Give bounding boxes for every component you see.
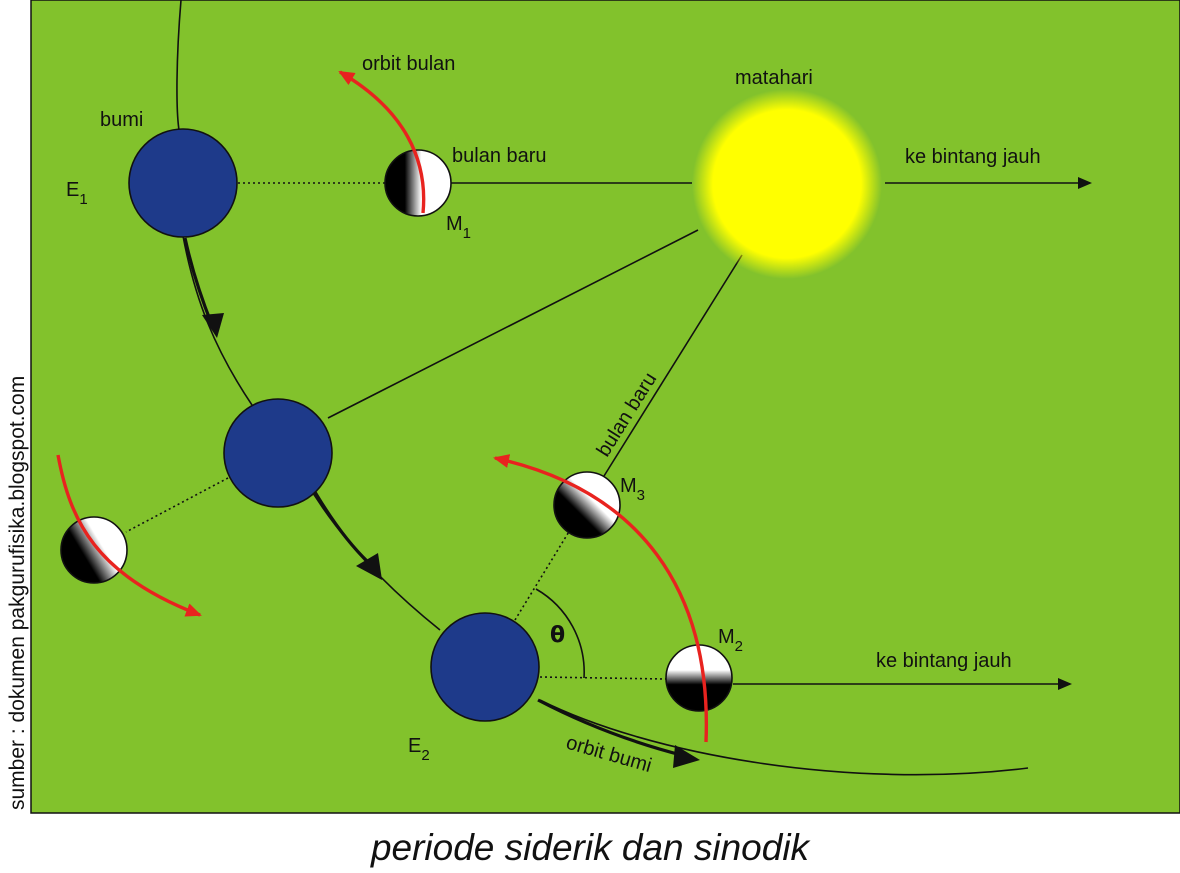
label-e1: E1 [66, 179, 88, 208]
dotted-e-mid-moon [125, 477, 229, 533]
earth-e2 [430, 612, 540, 722]
figure-caption: periode siderik dan sinodik [370, 827, 810, 868]
label-e2: E2 [408, 735, 430, 764]
label-orbit-bulan: orbit bulan [362, 53, 455, 75]
earth-e1 [128, 128, 238, 238]
moon-left [60, 516, 128, 584]
label-ke-bintang-jauh-top: ke bintang jauh [905, 146, 1041, 168]
earth-middle [223, 398, 333, 508]
theta-angle-arc [535, 588, 585, 679]
source-credit: sumber : dokumen pakgurufisika.blogspot.… [6, 376, 29, 810]
earth-orbit-arrow-3 [537, 698, 686, 758]
label-bumi: bumi [100, 109, 143, 131]
moon-m1 [384, 149, 452, 217]
label-m2: M2 [718, 626, 743, 655]
label-ke-bintang-jauh-bottom: ke bintang jauh [876, 650, 1012, 672]
moon-orbit-left [56, 454, 202, 617]
moon-orbit-right [493, 454, 709, 743]
moon-m3 [553, 471, 621, 539]
earth-orbit-arrowhead-1 [202, 313, 224, 338]
label-matahari: matahari [735, 67, 813, 89]
diagram-background [30, 0, 1180, 814]
line-sun-e-mid [327, 229, 699, 419]
dotted-e2-m2 [539, 676, 667, 680]
moon-orbit-top [338, 70, 426, 214]
label-bulan-baru-top: bulan baru [452, 145, 547, 167]
label-m3: M3 [620, 475, 645, 504]
earth-orbit-arrowhead-2 [356, 553, 382, 580]
line-sun-m3 [603, 254, 743, 477]
label-theta: θ [550, 623, 565, 648]
label-m1: M1 [446, 213, 471, 242]
earth-orbit-arrowhead-3 [673, 745, 700, 768]
sun [692, 89, 882, 279]
